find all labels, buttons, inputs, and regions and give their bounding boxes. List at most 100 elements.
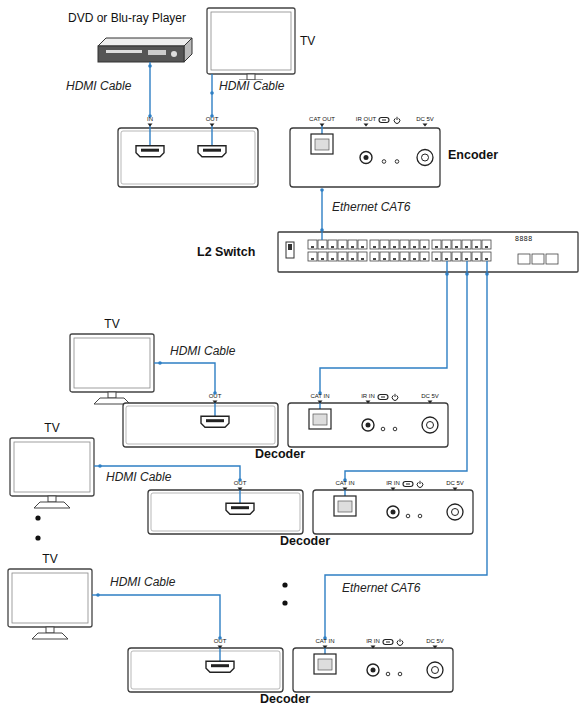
hdmi-panel	[148, 488, 303, 535]
tv-drawing-part	[46, 627, 54, 633]
back-panel-part	[386, 642, 390, 643]
tv-drawing-part	[211, 12, 291, 70]
switch-drawing-part	[383, 246, 386, 248]
cable-line	[325, 274, 487, 638]
switch-drawing-part	[410, 240, 419, 249]
back-panel-part	[420, 481, 421, 484]
switch-drawing-part	[482, 240, 491, 249]
device-drawing-part	[92, 594, 98, 595]
switch-drawing-part	[432, 252, 441, 261]
switch-drawing-part	[413, 258, 416, 260]
hdmi-panel	[123, 401, 278, 448]
hdmi-panel-part	[206, 661, 234, 672]
back-panel-part	[314, 654, 336, 674]
port-label: OUT	[234, 480, 247, 486]
tv-drawing-part	[207, 8, 295, 74]
switch-drawing-part	[351, 246, 354, 248]
tv-drawing	[8, 569, 92, 639]
back-panel-part	[395, 160, 399, 164]
hdmi-panel-part	[198, 146, 226, 157]
switch-drawing-part	[278, 232, 578, 272]
switch-drawing-part	[370, 240, 379, 249]
port-label: CAT IN	[310, 393, 329, 399]
switch-drawing-part	[331, 246, 334, 248]
back-panel-part	[395, 394, 396, 397]
port-label: OUT	[206, 116, 219, 122]
switch-drawing-part	[390, 252, 399, 261]
port-label: DC 5V	[446, 480, 464, 486]
switch-drawing-part	[348, 240, 357, 249]
cable-line	[98, 595, 220, 638]
player-drawing-part	[171, 51, 177, 57]
switch-drawing-part	[435, 246, 438, 248]
device-label: TV	[300, 35, 315, 47]
switch-drawing-part	[331, 258, 334, 260]
switch-drawing-part	[400, 252, 409, 261]
switch-drawing-part	[455, 258, 458, 260]
switch-drawing-part	[462, 240, 471, 249]
back-panel-part	[382, 160, 386, 164]
switch-drawing-part	[420, 240, 429, 249]
switch-drawing-part	[475, 258, 478, 260]
back-panel-part	[427, 422, 434, 429]
cable-line	[149, 66, 150, 116]
device-drawing-part	[149, 62, 150, 66]
port-label: DC 5V	[416, 116, 434, 122]
port-label: CAT OUT	[309, 116, 335, 122]
back-panel-part	[447, 504, 463, 520]
switch-drawing-part	[383, 258, 386, 260]
hdmi-panel-part	[238, 488, 243, 491]
back-panel-part	[318, 659, 332, 670]
back-panel-part	[422, 154, 429, 161]
back-panel-part	[379, 118, 389, 123]
back-panel-part	[428, 401, 433, 404]
device-node: L2 Switch8888	[195, 230, 578, 274]
cable-line	[321, 190, 322, 230]
port-label: IR IN	[386, 480, 400, 486]
player-drawing-part	[106, 50, 142, 53]
hdmi-panel-part	[148, 490, 303, 534]
back-panel-part	[452, 509, 459, 516]
player-drawing-part	[148, 50, 166, 55]
switch-drawing-part	[380, 240, 389, 249]
cable-label: HDMI Cable	[168, 345, 237, 358]
player-drawing	[98, 38, 192, 62]
cable-line	[211, 93, 212, 116]
cable-line	[160, 363, 215, 393]
port-label: OUT	[209, 393, 222, 399]
switch-drawing-part	[466, 261, 467, 274]
ellipsis-dots-part	[282, 582, 287, 587]
switch-drawing-part	[465, 258, 468, 260]
switch-drawing-part	[380, 252, 389, 261]
back-panel-part	[293, 648, 453, 692]
device-node: OUTCAT INIR INDC 5VDecoder	[145, 480, 475, 550]
switch-drawing-part	[351, 258, 354, 260]
switch-drawing-part	[485, 258, 488, 260]
switch-drawing-part	[318, 252, 327, 261]
switch-drawing-part	[286, 242, 294, 258]
switch-drawing-part	[393, 258, 396, 260]
back-panel-part	[400, 639, 401, 642]
back-panel-part	[315, 139, 329, 150]
hdmi-panel-part	[226, 503, 254, 514]
back-panel-part	[391, 488, 396, 491]
switch-drawing	[278, 230, 578, 274]
switch-drawing-part	[445, 258, 448, 260]
cable-label: HDMI Cable	[217, 80, 286, 93]
switch-drawing-part	[455, 246, 458, 248]
back-panel-part	[366, 401, 371, 404]
device-drawing	[6, 553, 98, 643]
back-panel-part	[453, 488, 458, 491]
device-drawing-part	[154, 362, 160, 363]
switch-drawing-part	[308, 240, 317, 249]
switch-drawing-part	[341, 246, 344, 248]
hdmi-panel-part	[136, 146, 164, 157]
back-panel-part	[288, 403, 448, 447]
hdmi-panel-part	[151, 493, 300, 531]
back-panel-part	[417, 150, 433, 166]
ellipsis-dots-part	[282, 600, 287, 605]
switch-drawing-part	[518, 254, 530, 264]
back-panel-part	[381, 427, 385, 431]
back-panel-part	[313, 490, 473, 534]
back-panel-part	[323, 646, 328, 649]
